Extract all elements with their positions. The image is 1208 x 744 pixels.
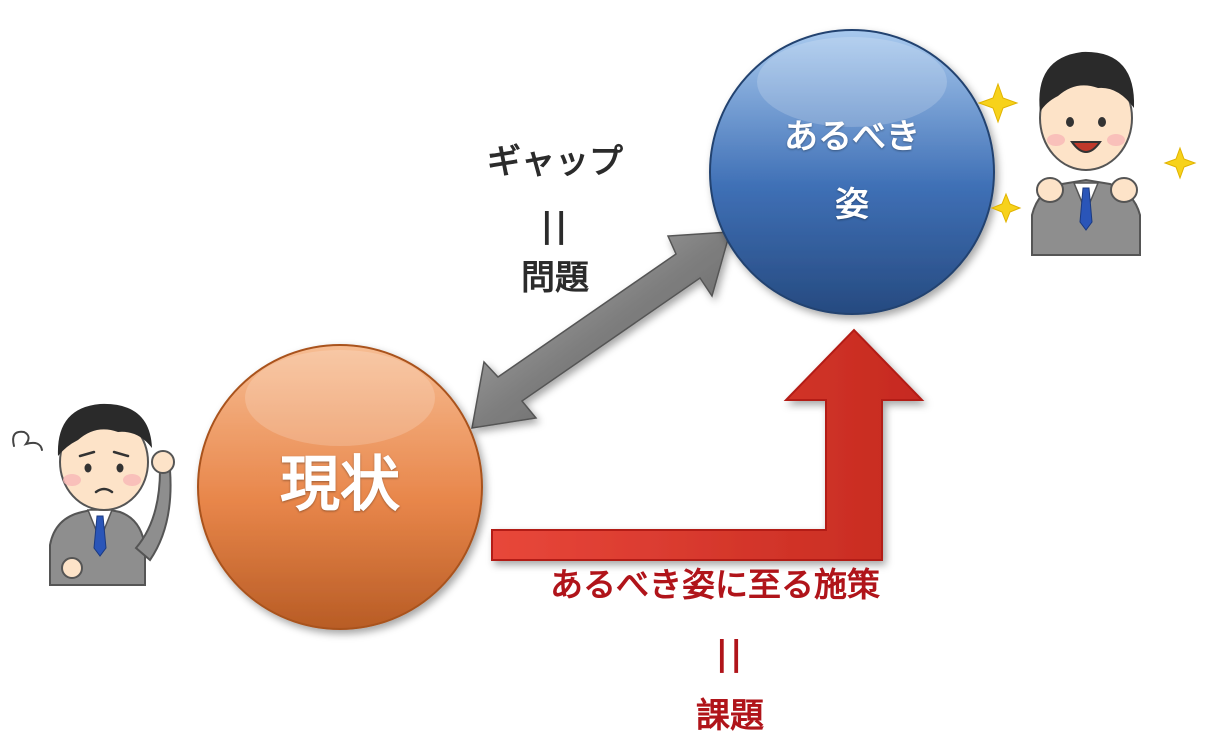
worried-person-figure bbox=[12, 403, 175, 586]
measure-label: あるべき姿に至る施策 bbox=[550, 565, 880, 604]
ideal-state-label-line2: 姿 bbox=[835, 185, 869, 225]
measure-arrow bbox=[491, 328, 925, 561]
issue-label: 課題 bbox=[696, 696, 764, 736]
happy-person-figure bbox=[1031, 51, 1141, 256]
ideal-state-label-line1: あるべき bbox=[784, 117, 920, 157]
gap-equals-sign: || bbox=[540, 206, 570, 246]
gap-label: ギャップ bbox=[487, 142, 623, 182]
current-state-circle bbox=[197, 344, 483, 630]
current-state-label: 現状 bbox=[280, 450, 400, 520]
problem-label: 問題 bbox=[521, 258, 589, 298]
sparkle-icon bbox=[977, 82, 1197, 224]
measure-equals-sign: || bbox=[715, 634, 745, 674]
ideal-state-circle bbox=[709, 29, 995, 315]
